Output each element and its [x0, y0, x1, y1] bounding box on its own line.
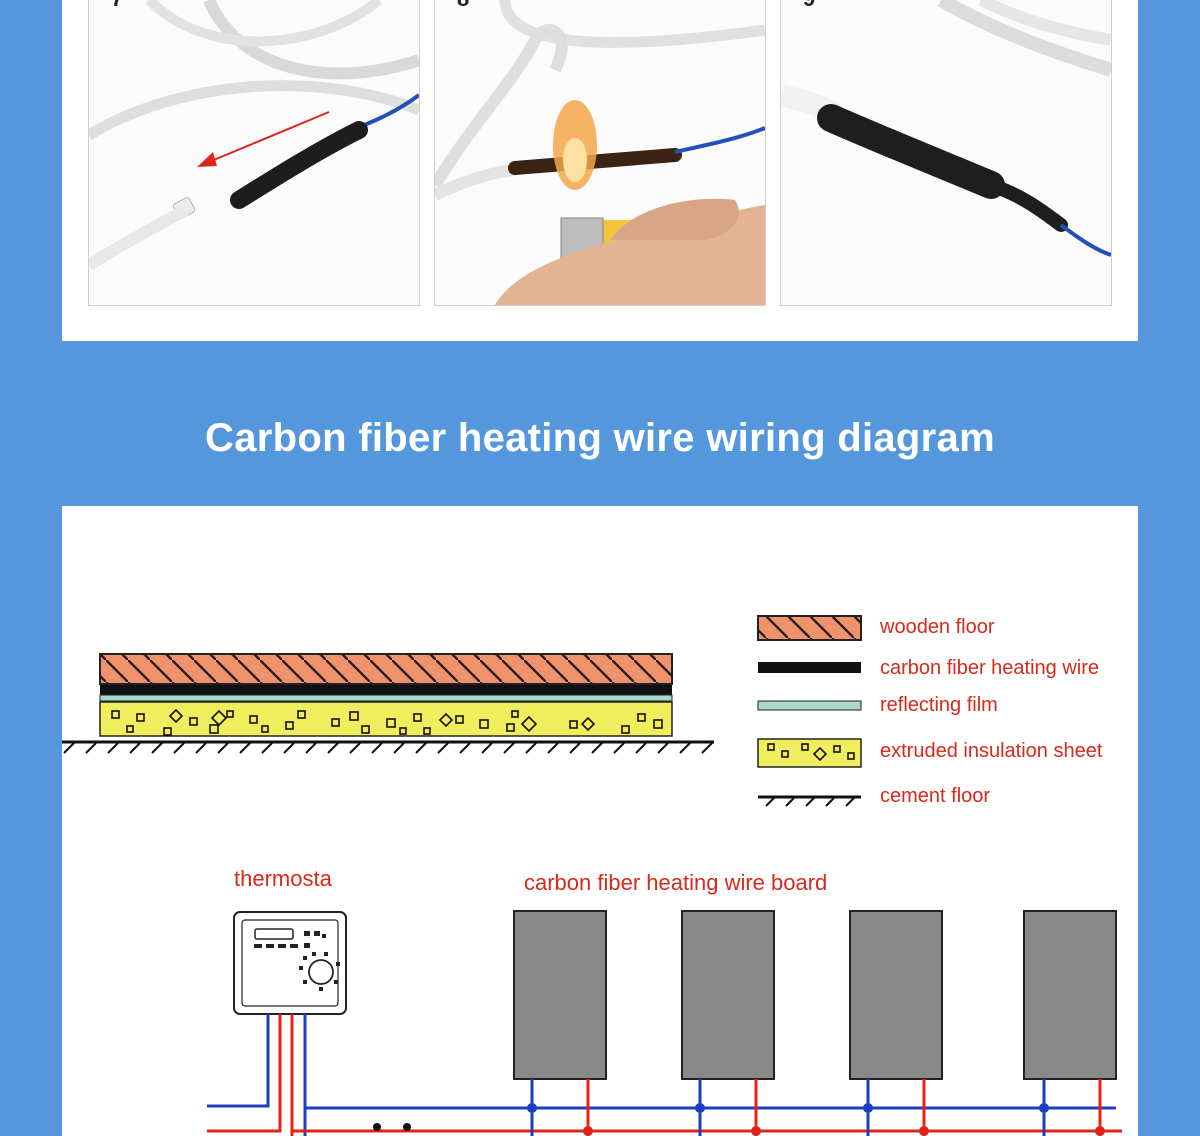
floor-cross-section [62, 653, 714, 754]
thermostat-display [254, 928, 294, 940]
thermostat-unit [233, 911, 347, 1015]
legend-label-reflecting-film: reflecting film [880, 694, 998, 716]
thermostat-label: thermosta [234, 866, 332, 891]
step-number: 8 [457, 0, 469, 12]
wire-junctions [373, 1103, 1105, 1136]
wiring [207, 1014, 1122, 1136]
heating-wire-layer [100, 685, 672, 695]
step-number: 7 [111, 0, 123, 12]
cement-floor-hatch [63, 742, 713, 754]
step-photo-finished-joint: 9 [780, 0, 1112, 306]
reflecting-film-layer [99, 694, 673, 702]
legend-label-insulation-sheet: extruded insulation sheet [880, 740, 1103, 762]
heating-board [849, 910, 943, 1080]
legend [757, 615, 862, 807]
wiring-diagram [62, 615, 1122, 1136]
heating-board [1023, 910, 1117, 1080]
lighter-photo-illustration [435, 0, 765, 305]
thermostat-dial-icon [308, 959, 334, 985]
step-photo-heat-shrink: 8 [434, 0, 766, 306]
legend-label-wooden-floor: wooden floor [880, 616, 995, 638]
legend-swatch-cement-floor [758, 795, 861, 807]
heating-board [513, 910, 607, 1080]
legend-swatch-heating-wire [758, 662, 861, 673]
legend-label-cement-floor: cement floor [880, 785, 991, 807]
legend-swatch-reflecting-film [757, 700, 862, 711]
heating-board-label: carbon fiber heating wire board [524, 870, 828, 895]
section-title: Carbon fiber heating wire wiring diagram [205, 416, 995, 460]
joint-photo-illustration [781, 0, 1111, 257]
tube-photo-illustration [89, 0, 419, 271]
insulation-granules [111, 708, 663, 736]
installation-steps-panel: 7 8 9 [62, 0, 1138, 341]
wiring-diagram-panel: wooden floor carbon fiber heating wire r… [62, 506, 1138, 1136]
heating-boards [513, 910, 1117, 1080]
heating-board [681, 910, 775, 1080]
legend-swatch-insulation [757, 738, 862, 768]
step-number: 9 [803, 0, 815, 12]
legend-swatch-wooden-floor [757, 615, 862, 641]
insulation-layer [99, 701, 673, 737]
wooden-floor-layer [99, 653, 673, 685]
step-photo-push-tube: 7 [88, 0, 420, 306]
legend-label-heating-wire: carbon fiber heating wire [880, 657, 1100, 679]
